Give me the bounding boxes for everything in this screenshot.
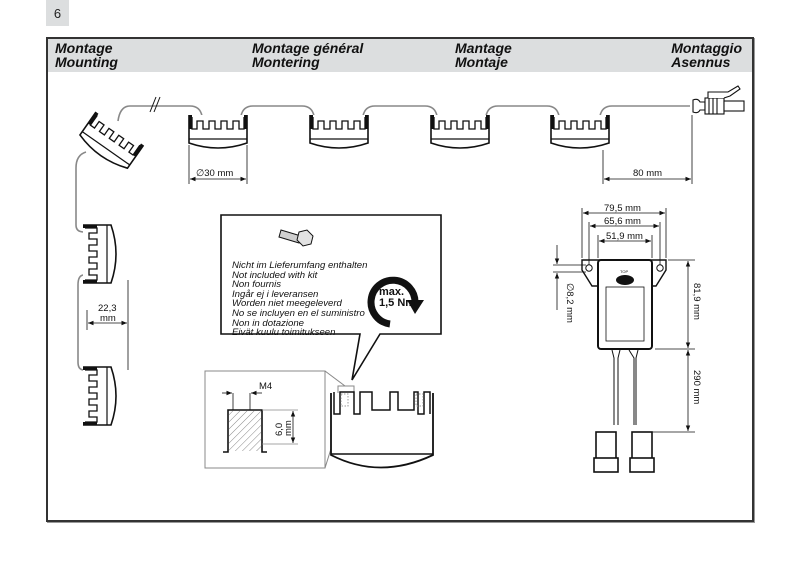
box-width-holes-label: 65,6 mm bbox=[604, 216, 641, 227]
header-col-de-en: Montage Mounting bbox=[55, 41, 118, 69]
cable-length-label: 290 mm bbox=[691, 370, 702, 404]
note-line-nl: Worden niet meegeleverd bbox=[232, 298, 342, 310]
note-line-de: Nicht im Lieferumfang enthalten bbox=[232, 260, 368, 271]
box-width-outer-label: 79,5 mm bbox=[604, 203, 641, 214]
note-line-fi: Eivät kuulu toimitukseen bbox=[232, 327, 336, 339]
cable-break-mark bbox=[149, 96, 157, 113]
led-lamp-side-2 bbox=[82, 366, 117, 426]
header-title-nl: Mantage bbox=[455, 40, 512, 56]
header-col-it-fi: Montaggio Asennus bbox=[671, 41, 742, 69]
hole-diameter-label: ∅8,2 mm bbox=[564, 283, 575, 323]
note-line-sv: Ingår ej i leveransen bbox=[232, 288, 319, 300]
plug-connector bbox=[692, 85, 745, 115]
brand-logo-icon bbox=[616, 275, 634, 285]
lamp-height-value: 22,3 bbox=[98, 303, 117, 314]
led-lamp-2 bbox=[309, 114, 369, 149]
header-title-it: Montaggio bbox=[671, 40, 742, 56]
note-line-fr: Non fournis bbox=[232, 279, 282, 291]
box-width-body-label: 51,9 mm bbox=[606, 231, 643, 242]
lamp-diameter-dimension bbox=[188, 145, 248, 184]
lamp-section-view bbox=[330, 391, 434, 469]
led-lamp-3 bbox=[430, 114, 490, 149]
lamp-diameter-label: ∅30 mm bbox=[196, 168, 233, 179]
thread-size-label: M4 bbox=[259, 381, 272, 392]
led-cable-chain bbox=[75, 105, 690, 371]
not-included-note: Nicht im Lieferumfang enthalten Not incl… bbox=[232, 261, 367, 338]
thread-depth-value: 6,0 bbox=[274, 423, 285, 436]
header-title-de: Montage bbox=[55, 40, 113, 56]
torque-label: max. 1,5 Nm bbox=[379, 287, 415, 309]
header-title-sv: Montering bbox=[252, 54, 320, 70]
header-col-nl-es: Mantage Montaje bbox=[455, 41, 512, 69]
connector-cable-dimension bbox=[602, 115, 693, 184]
bolt-icon bbox=[278, 229, 314, 247]
control-box bbox=[581, 259, 667, 473]
control-box-dimensions bbox=[553, 208, 695, 433]
led-lamp-1 bbox=[188, 114, 248, 149]
lamp-height-unit: mm bbox=[100, 313, 116, 324]
control-box-top-label: TOP bbox=[620, 269, 628, 274]
note-line-en: Not included with kit bbox=[232, 269, 318, 281]
led-lamp-angled bbox=[76, 111, 145, 174]
thread-depth-unit: mm bbox=[283, 420, 294, 436]
torque-line-2: 1,5 Nm bbox=[379, 297, 416, 309]
header-title-en: Mounting bbox=[55, 54, 118, 70]
header-title-fi: Asennus bbox=[671, 54, 731, 70]
led-lamp-side-1 bbox=[82, 224, 117, 284]
lamp-height-dimension bbox=[86, 280, 129, 370]
note-line-es: No se incluyen en el suministro bbox=[232, 307, 365, 319]
page-number: 6 bbox=[46, 0, 69, 26]
mounting-figure-frame: Montage Mounting Montage général Monteri… bbox=[46, 37, 754, 522]
section-header: Montage Mounting Montage général Monteri… bbox=[48, 39, 752, 72]
box-height-label: 81,9 mm bbox=[691, 283, 702, 320]
led-lamp-4 bbox=[550, 114, 610, 149]
torque-arrow-icon bbox=[367, 276, 424, 328]
header-title-fr: Montage général bbox=[252, 40, 364, 56]
callout-box bbox=[220, 214, 442, 381]
thread-detail bbox=[204, 370, 355, 469]
header-col-fr-sv: Montage général Montering bbox=[252, 41, 363, 69]
torque-line-1: max. bbox=[379, 286, 405, 298]
header-title-es: Montaje bbox=[455, 54, 508, 70]
connector-cable-label: 80 mm bbox=[633, 168, 662, 179]
note-line-it: Non in dotazione bbox=[232, 317, 305, 329]
